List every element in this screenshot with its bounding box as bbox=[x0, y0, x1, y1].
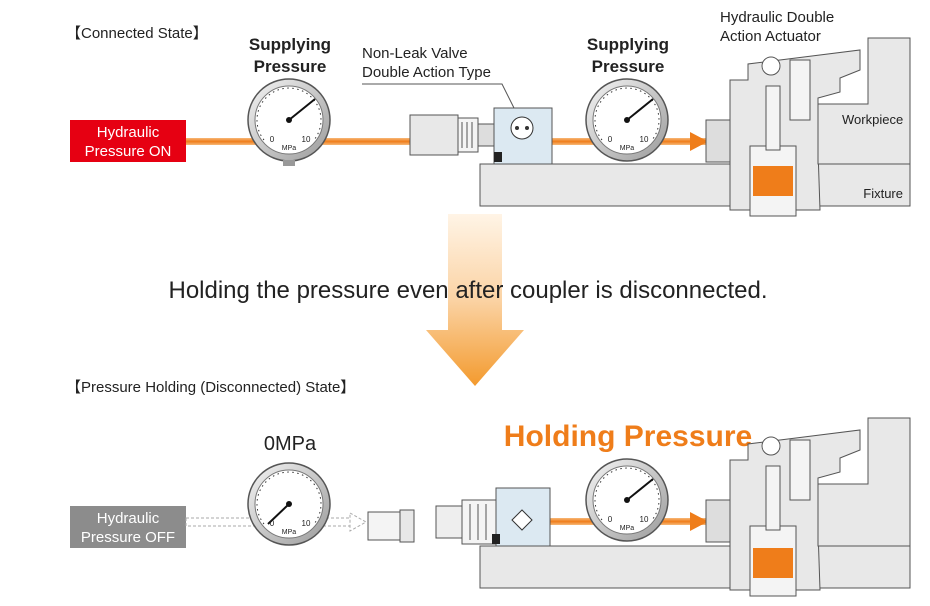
pressure-off-badge bbox=[70, 506, 186, 548]
zero-pressure-gauge: 0MPa 0 10 MPa bbox=[247, 433, 331, 546]
workpiece-holding bbox=[817, 417, 911, 547]
valve-label-1: Non-Leak Valve bbox=[362, 45, 468, 62]
pressure-on-line-1: Hydraulic bbox=[97, 124, 160, 141]
right-gauge-needle bbox=[626, 98, 654, 121]
empty-flow-arrow-head bbox=[349, 512, 368, 532]
holding-gauge-needle bbox=[626, 478, 654, 501]
gauge-unit: MPa bbox=[282, 529, 297, 536]
left-gauge-label-1: Supplying bbox=[249, 35, 331, 54]
left-gauge-needle bbox=[288, 98, 316, 121]
coupler-disconnected bbox=[367, 509, 415, 543]
left-pressure-gauge: Supplying Pressure 0 10 MPa bbox=[247, 35, 331, 166]
gauge-max: 10 bbox=[640, 515, 649, 524]
gauge-unit: MPa bbox=[620, 525, 635, 532]
gauge-min: 0 bbox=[608, 135, 613, 144]
pressure-off-line-1: Hydraulic bbox=[97, 510, 160, 527]
connected-state-section: 【Connected State】 Hydraulic Pressure ON … bbox=[66, 9, 911, 217]
transition-arrow bbox=[426, 214, 524, 386]
section-label-holding: 【Pressure Holding (Disconnected) State】 bbox=[66, 379, 355, 396]
transition-caption: Holding the pressure even after coupler … bbox=[168, 277, 767, 304]
held-flow-arrow-head bbox=[690, 512, 708, 531]
gauge-unit: MPa bbox=[620, 145, 635, 152]
right-pressure-gauge: Supplying Pressure 0 10 MPa bbox=[585, 35, 669, 162]
coupler-connected bbox=[409, 114, 495, 156]
gauge-max: 10 bbox=[302, 135, 311, 144]
left-gauge-label-2: Pressure bbox=[254, 57, 327, 76]
non-leak-valve: Non-Leak Valve Double Action Type bbox=[362, 45, 553, 167]
gauge-min: 0 bbox=[608, 515, 613, 524]
fixture-base bbox=[479, 163, 911, 207]
gauge-min: 0 bbox=[270, 519, 275, 528]
zero-gauge-needle bbox=[267, 503, 290, 525]
workpiece-label: Workpiece bbox=[842, 112, 903, 127]
gauge-max: 10 bbox=[302, 519, 311, 528]
non-leak-valve-holding bbox=[435, 487, 551, 549]
section-label-connected: 【Connected State】 bbox=[66, 25, 208, 42]
gauge-min: 0 bbox=[270, 135, 275, 144]
workpiece bbox=[817, 37, 911, 165]
fixture-label: Fixture bbox=[863, 186, 903, 201]
pressure-on-line-2: Pressure ON bbox=[85, 143, 172, 160]
holding-pressure-label: Holding Pressure bbox=[504, 420, 752, 453]
pressure-on-badge bbox=[70, 120, 186, 162]
hydraulic-actuator-holding bbox=[705, 429, 861, 597]
zero-pressure-label: 0MPa bbox=[264, 433, 317, 455]
gauge-unit: MPa bbox=[282, 145, 297, 152]
flow-arrow-head bbox=[690, 132, 708, 151]
valve-label-2: Double Action Type bbox=[362, 64, 491, 81]
actuator-label-1: Hydraulic Double bbox=[720, 9, 834, 26]
hydraulic-actuator: Hydraulic Double Action Actuator bbox=[705, 9, 861, 217]
gauge-max: 10 bbox=[640, 135, 649, 144]
holding-state-section: 【Pressure Holding (Disconnected) State】 … bbox=[66, 379, 911, 597]
pressure-off-line-2: Pressure OFF bbox=[81, 529, 175, 546]
actuator-label-2: Action Actuator bbox=[720, 28, 821, 45]
right-gauge-label-2: Pressure bbox=[592, 57, 665, 76]
fixture-base-holding bbox=[479, 545, 911, 589]
right-gauge-label-1: Supplying bbox=[587, 35, 669, 54]
holding-pressure-gauge: Holding Pressure 0 10 MPa bbox=[504, 420, 752, 542]
